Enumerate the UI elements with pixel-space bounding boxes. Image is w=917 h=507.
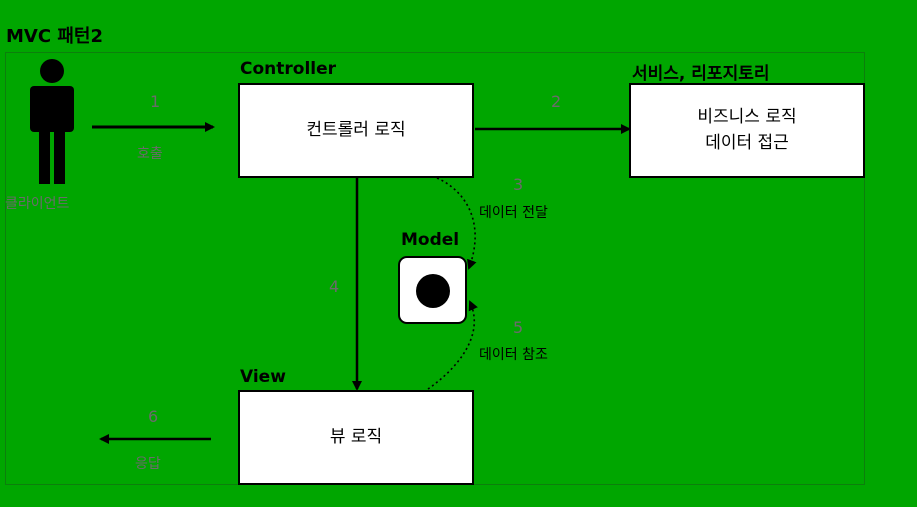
- step-1-label: 호출: [137, 146, 163, 162]
- diagram-title: MVC 패턴2: [6, 26, 103, 47]
- service-title: 서비스, 리포지토리: [632, 64, 770, 84]
- arrow-model-ref: [427, 300, 478, 390]
- step-6-number: 6: [148, 407, 159, 426]
- controller-text: 컨트롤러 로직: [306, 119, 406, 140]
- step-3-label: 데이터 전달: [479, 205, 548, 221]
- step-3-number: 3: [513, 175, 524, 194]
- controller-title: Controller: [240, 59, 337, 79]
- service-line-2: 데이터 접근: [705, 132, 789, 153]
- client-person-icon: [30, 59, 74, 184]
- view-title: View: [240, 367, 286, 387]
- model-dot-icon: [416, 274, 450, 308]
- model-box: [398, 256, 467, 324]
- model-title: Model: [401, 230, 460, 250]
- controller-box: 컨트롤러 로직: [238, 83, 474, 178]
- step-4-number: 4: [329, 277, 340, 296]
- arrow-model-pass: [436, 177, 477, 270]
- step-2-number: 2: [551, 92, 562, 111]
- client-label: 클라이언트: [5, 196, 70, 212]
- step-5-number: 5: [513, 318, 524, 337]
- step-5-label: 데이터 참조: [479, 347, 548, 363]
- view-box: 뷰 로직: [238, 390, 474, 485]
- service-box: 비즈니스 로직 데이터 접근: [629, 83, 865, 178]
- step-6-label: 응답: [135, 456, 161, 472]
- view-text: 뷰 로직: [329, 426, 383, 447]
- service-line-1: 비즈니스 로직: [697, 107, 797, 127]
- step-1-number: 1: [150, 92, 161, 111]
